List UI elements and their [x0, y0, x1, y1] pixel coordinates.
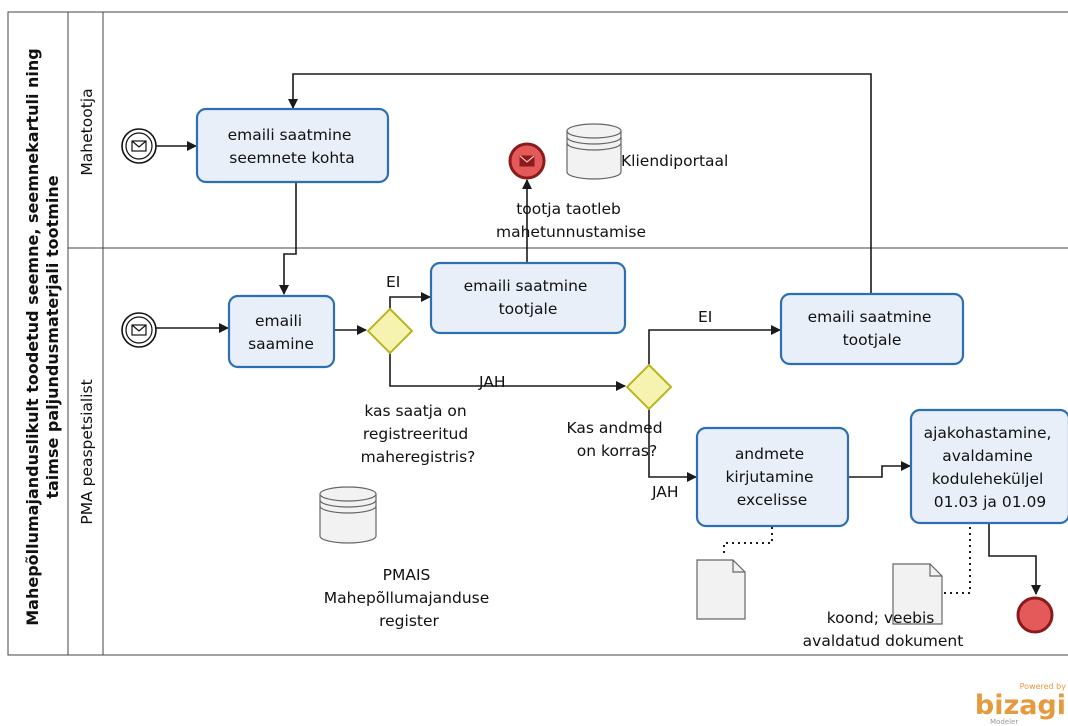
brand-name: bizagi	[975, 690, 1066, 721]
flow-g2-ei	[648, 325, 781, 365]
sequence-flows	[156, 73, 1041, 595]
end-event-2	[1016, 596, 1054, 634]
lane-title-pma: PMA peaspetsialist	[78, 379, 96, 524]
flow-g2-jah	[648, 409, 697, 482]
task-emaili-saatmine-seemnete: emaili saatmine seemnete kohta	[195, 107, 390, 184]
datastore-kliendiportaal	[566, 123, 622, 180]
task-text: tootjale	[843, 331, 902, 349]
brand-sub: Modeler	[990, 718, 1018, 726]
label-line: Mahepõllumajanduse	[324, 589, 490, 607]
task-text: tootjale	[499, 300, 558, 318]
task-emaili-saatmine-tootjale-2: emaili saatmine tootjale	[779, 292, 965, 366]
task-text: kirjutamine	[725, 468, 813, 486]
task-text: excelisse	[737, 491, 808, 509]
pool-title-line1: Mahepõllumajanduslikult toodetud seemne,…	[23, 48, 42, 626]
label-line: registreeritud	[363, 425, 468, 443]
task-text: seemnete kohta	[229, 149, 354, 167]
flow-g1-jah	[389, 353, 626, 391]
pool-border	[7, 11, 1068, 656]
svg-text:ajakohastamine, avaldami: ajakohastamine, avaldamine kodule­hekülj…	[924, 424, 1057, 511]
label-line: register	[379, 612, 439, 630]
gateway1-ei-label: EI	[386, 273, 400, 291]
start-event-1	[121, 128, 157, 164]
svg-text:emaili saatmine seemnete: emaili saatmine seemnete kohta	[228, 126, 357, 167]
svg-text:emaili saatmine tootjale: emaili saatmine tootjale	[808, 308, 937, 349]
svg-text:emaili saatmine tootjale: emaili saatmine tootjale	[464, 277, 593, 318]
svg-text:emaili saamine: emaili saamine	[248, 312, 314, 353]
envelope-icon	[131, 324, 147, 336]
task-andmete-kirjutamine: andmete kirjutamine excelisse	[695, 426, 850, 528]
assoc-t6-doc2	[943, 527, 971, 594]
task-text: emaili saatmine	[808, 308, 932, 326]
label-line: Kas andmed	[567, 419, 663, 437]
brand-powered: Powered by	[1020, 682, 1067, 691]
datastore-kliendiportaal-label: Kliendiportaal	[621, 152, 728, 170]
end-event-message	[508, 142, 546, 180]
label-line: avaldatud dokument	[803, 632, 964, 650]
task-ajakohastamine: ajakohastamine, avaldamine kodule­hekülj…	[909, 408, 1068, 525]
bizagi-logo: Powered by bizagi Modeler	[975, 682, 1066, 726]
svg-text:andmete kirjutamine: andmete kirjutamine excelisse	[725, 445, 818, 509]
pool-title-line2: taimse paljundusmaterjali tootmine	[43, 175, 62, 498]
gateway-andmed-korras	[625, 363, 673, 411]
flow-t1-t2	[279, 183, 297, 295]
document-icon-1	[696, 559, 746, 620]
flow-t4-t1	[288, 73, 872, 293]
label-line: tootja taotleb	[516, 200, 621, 218]
task-text: andmete	[735, 445, 804, 463]
datastore-pmais	[319, 486, 377, 544]
pool: Mahepõllumajanduslikult toodetud seemne,…	[7, 11, 1068, 656]
envelope-icon	[131, 140, 147, 152]
task-emaili-saamine: emaili saamine	[227, 294, 336, 369]
task-emaili-saatmine-tootjale-1: emaili saatmine tootjale	[429, 261, 627, 335]
lane-title-mahetootja: Mahetootja	[78, 88, 96, 175]
end-event-label: tootja taotleb mahetunnustamise	[496, 200, 646, 241]
start-event-2	[121, 312, 157, 348]
gateway2-jah-label: JAH	[651, 483, 679, 501]
task-text: emaili	[255, 312, 302, 330]
label-line: PMAIS	[383, 566, 431, 584]
flow-t6-end2	[988, 523, 1041, 595]
label-line: mahetunnustamise	[496, 223, 646, 241]
datastore-pmais-label: PMAIS Mahepõllumajanduse register	[324, 566, 494, 630]
gateway-saatja-registreeritud	[366, 307, 414, 355]
flow-t5-t6	[849, 461, 911, 478]
document-icon-2	[892, 563, 943, 625]
flow-g1-ei	[389, 292, 431, 309]
task-text: kodule­heküljel	[932, 470, 1044, 488]
assoc-t5-doc1	[723, 527, 773, 555]
task-text: 01.03 ja 01.09	[934, 493, 1046, 511]
label-line: kas saatja on	[364, 402, 466, 420]
task-text: avaldamine	[942, 447, 1033, 465]
label-line: maheregistris?	[361, 448, 476, 466]
envelope-icon	[519, 155, 535, 167]
gateway2-question-label: Kas andmed on korras?	[567, 419, 668, 460]
label-line: koond; veebis	[827, 609, 935, 627]
task-text: saamine	[248, 335, 314, 353]
gateway2-ei-label: EI	[698, 308, 712, 326]
gateway1-jah-label: JAH	[478, 373, 506, 391]
gateway1-question-label: kas saatja on registreeritud maheregistr…	[361, 402, 476, 466]
task-text: emaili saatmine	[464, 277, 588, 295]
task-text: emaili saatmine	[228, 126, 352, 144]
document2-label: koond; veebis avaldatud dokument	[803, 609, 964, 650]
label-line: on korras?	[577, 442, 657, 460]
task-text: ajakohastamine,	[924, 424, 1052, 442]
